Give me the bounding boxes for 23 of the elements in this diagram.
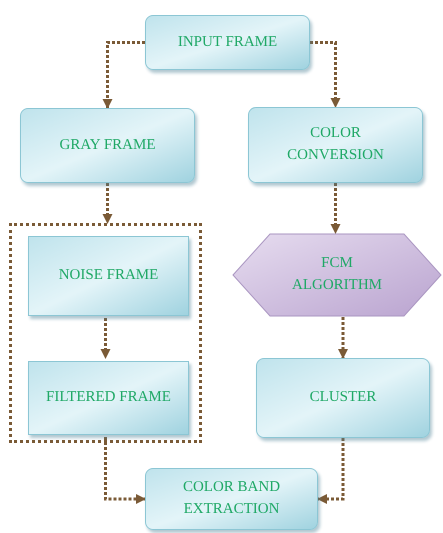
node-label: COLOR BAND EXTRACTION <box>182 478 282 519</box>
node-label: INPUT FRAME <box>178 32 278 52</box>
arrow <box>102 183 112 224</box>
arrow <box>338 317 348 359</box>
node-label: FCM ALGORITHM <box>291 254 383 295</box>
hexagon-shape <box>232 233 442 317</box>
process-box <box>248 107 423 183</box>
node-label: GRAY FRAME <box>60 136 156 155</box>
arrow <box>310 41 340 108</box>
arrow <box>317 438 344 504</box>
node-label: FILTERED FRAME <box>46 388 171 408</box>
process-box <box>20 108 195 183</box>
process-box <box>28 236 189 316</box>
process-box <box>256 358 430 438</box>
process-box <box>28 361 189 435</box>
node-label: NOISE FRAME <box>58 266 158 286</box>
process-box <box>145 15 310 70</box>
node-label: CLUSTER <box>310 388 376 408</box>
arrow <box>330 183 340 234</box>
arrow <box>102 41 145 109</box>
node-label: COLOR CONVERSION <box>286 124 385 165</box>
dashed-group-box <box>9 223 202 443</box>
process-box <box>145 468 318 530</box>
